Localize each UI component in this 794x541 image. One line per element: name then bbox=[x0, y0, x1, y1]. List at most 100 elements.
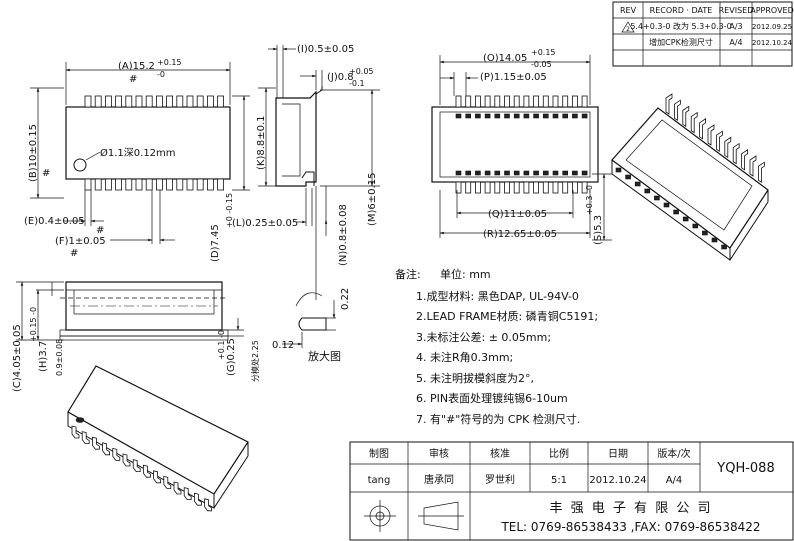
pin-lead bbox=[732, 142, 740, 165]
note-item-2: 2.LEAD FRAME材质: 磷青铜C5191; bbox=[416, 309, 598, 323]
tb-company: 丰 强 电 子 有 限 公 司 bbox=[550, 501, 713, 516]
pin-lead bbox=[115, 178, 122, 191]
pin-lead bbox=[125, 178, 133, 191]
pin-lead bbox=[474, 95, 481, 108]
pin-pad bbox=[513, 113, 520, 119]
pin-lead bbox=[163, 475, 172, 489]
pin-lead bbox=[692, 223, 699, 229]
dim-j-tol-plus: +0.05 bbox=[349, 67, 374, 76]
pin-lead bbox=[155, 178, 163, 191]
dim-d: (D)7.45 bbox=[210, 224, 221, 262]
pin-pad bbox=[494, 113, 501, 119]
pin-lead bbox=[724, 136, 732, 159]
pin-pad bbox=[504, 170, 510, 176]
record-header: RECORD · DATE bbox=[650, 6, 713, 15]
pin-lead bbox=[135, 95, 143, 108]
pin-pad bbox=[581, 170, 588, 176]
pin-pad bbox=[572, 170, 578, 176]
dim-q: (Q)11±0.05 bbox=[488, 209, 547, 220]
tb-date: 2012.10.24 bbox=[589, 475, 646, 486]
dim-h: (H)3.7 bbox=[38, 341, 49, 372]
pin-lead bbox=[682, 216, 689, 222]
top-view-body bbox=[65, 106, 231, 180]
pin-pad bbox=[533, 170, 539, 176]
dim-h-tol: +0.15 -0 bbox=[29, 307, 38, 342]
pin-lead bbox=[204, 498, 212, 512]
dim-o: (O)14.05 bbox=[483, 53, 527, 64]
pin-lead bbox=[125, 95, 133, 108]
bottom-pads-lower bbox=[455, 170, 588, 176]
pin-lead bbox=[513, 95, 520, 108]
pin-lead bbox=[135, 178, 143, 191]
cpk-mark-b: # bbox=[42, 168, 50, 179]
pin-lead bbox=[176, 178, 184, 191]
pin-pad bbox=[513, 170, 520, 176]
pin-lead bbox=[102, 442, 110, 456]
tb-header-checked: 审核 bbox=[429, 447, 449, 460]
note-item-7: 7. 有"#"符号的为 CPK 检测尺寸. bbox=[416, 412, 580, 426]
dim-m: (M)6±0.15 bbox=[367, 173, 378, 226]
rev-record-2: 增加CPK检测尺寸 bbox=[649, 37, 713, 47]
pin-lead bbox=[94, 178, 102, 191]
pin-lead bbox=[455, 181, 462, 194]
rev-approved-1: 2012.09.25 bbox=[752, 23, 792, 31]
title-block: 制图 审核 核准 比例 日期 版本/次 tang 唐承同 罗世利 5:1 201… bbox=[349, 441, 794, 541]
pin-lead bbox=[674, 99, 681, 121]
pin-lead bbox=[707, 124, 715, 146]
dim-c: (C)4.05±0.05 bbox=[12, 324, 23, 392]
enlarged-label: 放大图 bbox=[308, 349, 341, 363]
pin-pad bbox=[523, 170, 530, 176]
tb-header-drawn: 制图 bbox=[369, 447, 389, 460]
pin-lead bbox=[654, 195, 660, 201]
pin-pad bbox=[562, 170, 569, 176]
pin-pad bbox=[494, 170, 501, 176]
dim-e: (E)0.4±0.05 bbox=[24, 216, 85, 227]
tb-contact: TEL: 0769-86538433 ,FAX: 0769-86538422 bbox=[500, 520, 760, 534]
rev-number: 2 bbox=[626, 26, 630, 33]
pin-lead bbox=[682, 105, 690, 128]
pin-pad bbox=[533, 113, 539, 119]
pin-pad bbox=[455, 170, 462, 176]
dim-l: (L)0.25±0.05 bbox=[232, 218, 298, 229]
dim-g-tol: +0.1 -0 bbox=[217, 330, 226, 360]
pin-lead bbox=[465, 95, 472, 108]
pin-pad bbox=[572, 113, 578, 119]
tb-part-number: YQH-088 bbox=[716, 461, 774, 476]
pin-lead bbox=[572, 181, 578, 194]
pin-pad bbox=[465, 170, 472, 176]
dim-s: (S)5.3 bbox=[593, 215, 604, 245]
tb-approved-by: 罗世利 bbox=[485, 474, 515, 486]
dim-s-tol: +0.3 -0 bbox=[585, 185, 594, 215]
pin-lead bbox=[665, 93, 673, 115]
note-item-3: 3.未标注公差: ± 0.05mm; bbox=[416, 330, 551, 344]
pin-lead bbox=[542, 95, 549, 108]
bottom-view: (O)14.05 +0.15 -0.05 (P)1.15±0.05 (Q)11±… bbox=[431, 48, 612, 245]
pin-lead bbox=[741, 149, 748, 171]
dim-k: (K)8.8±0.1 bbox=[256, 115, 267, 170]
dim-p: (P)1.15±0.05 bbox=[480, 72, 547, 83]
pin-lead bbox=[153, 470, 161, 484]
rev-approved-2: 2012.10.24 bbox=[752, 39, 793, 47]
note-item-5: 5. 未注明拔模斜度为2°, bbox=[416, 371, 534, 385]
tb-scale: 5:1 bbox=[551, 475, 567, 486]
pin-lead bbox=[132, 459, 141, 472]
notes-header: 备注: bbox=[395, 267, 421, 281]
approved-header: APPROVED bbox=[750, 6, 794, 15]
dim-o-tol-plus: +0.15 bbox=[531, 48, 556, 57]
dim-a-tol-plus: +0.15 bbox=[157, 58, 182, 67]
dim-a: (A)15.2 bbox=[118, 61, 155, 72]
notes-unit: 单位: mm bbox=[440, 267, 491, 281]
pin1-hole bbox=[73, 158, 87, 172]
pin-lead bbox=[702, 230, 708, 236]
pin-pad bbox=[475, 113, 481, 119]
pin-lead bbox=[552, 95, 559, 108]
revised-header: REVISED bbox=[719, 6, 754, 15]
pin-lead bbox=[523, 181, 530, 194]
pin-lead bbox=[186, 95, 194, 108]
pin-lead bbox=[562, 95, 569, 108]
pin-lead bbox=[484, 95, 491, 108]
dim-a-tol-minus: -0 bbox=[157, 70, 165, 79]
pin-pad bbox=[542, 170, 549, 176]
pin-lead bbox=[94, 95, 102, 108]
